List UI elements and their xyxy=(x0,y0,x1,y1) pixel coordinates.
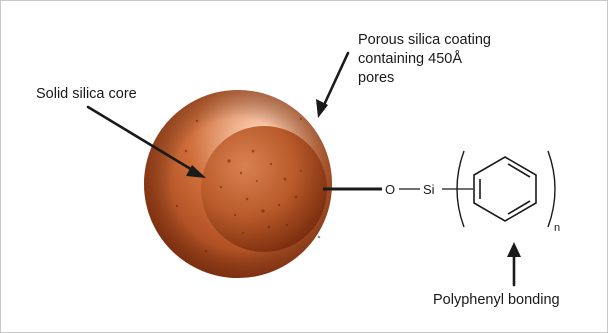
coating-label: Porous silica coating containing 450Å po… xyxy=(358,31,491,88)
silicon-atom-label: Si xyxy=(423,182,435,197)
coating-arrow xyxy=(324,53,348,105)
coating-label-line: pores xyxy=(358,69,491,88)
repeat-bracket-right xyxy=(548,151,555,227)
oxygen-atom-label: O xyxy=(385,182,395,197)
benzene-ring xyxy=(474,157,536,221)
bonding-label: Polyphenyl bonding xyxy=(433,291,560,310)
coating-label-line: Porous silica coating xyxy=(358,31,491,50)
core-label: Solid silica core xyxy=(36,85,137,104)
solid-core xyxy=(201,126,327,252)
coating-label-line: containing 450Å xyxy=(358,50,491,69)
repeat-subscript: n xyxy=(554,222,560,234)
